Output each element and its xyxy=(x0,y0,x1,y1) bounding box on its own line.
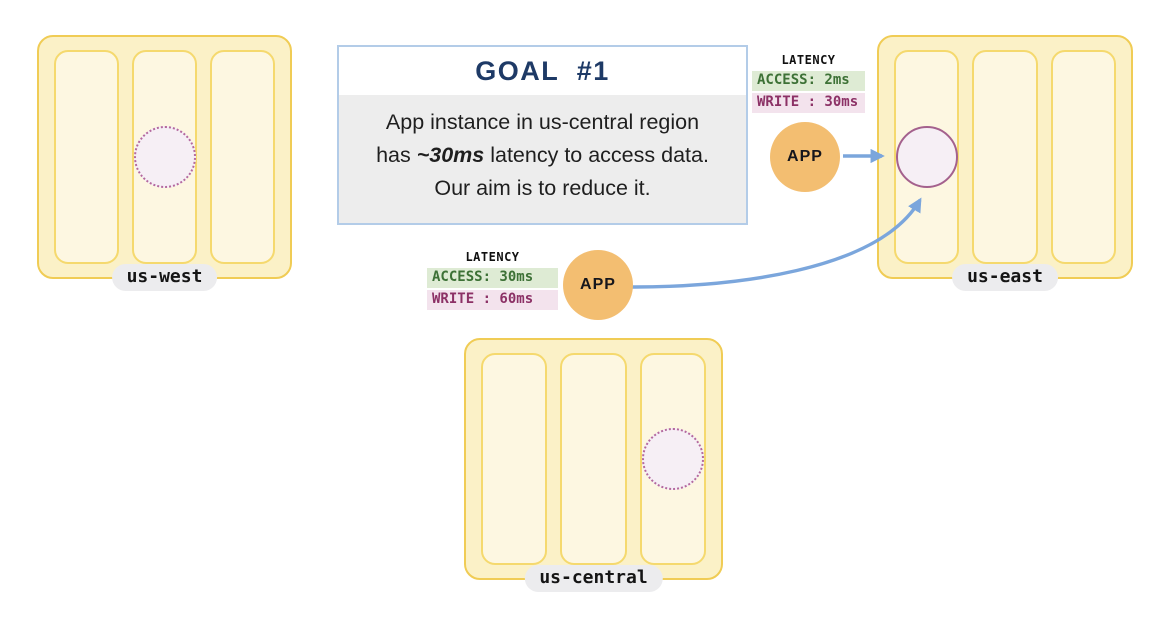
goal-body-line3: Our aim is to reduce it. xyxy=(434,176,651,200)
database-replica-circle-us-east xyxy=(895,126,958,188)
latency-access-row-central: ACCESS: 30ms xyxy=(427,268,558,288)
goal-header: GOAL #1 xyxy=(339,47,746,95)
latency-block-central: LATENCY ACCESS: 30ms WRITE : 60ms xyxy=(427,250,558,312)
region-label-us-central: us-central xyxy=(524,565,663,592)
us-central-zone-3 xyxy=(639,353,706,565)
latency-write-row-central: WRITE : 60ms xyxy=(427,290,558,310)
replica-placeholder-circle-us-central xyxy=(641,428,704,490)
us-central-zone-2 xyxy=(560,353,627,565)
app-instance-east: APP xyxy=(770,122,840,192)
us-east-zone-1 xyxy=(894,50,960,264)
us-central-zone-1 xyxy=(481,353,548,565)
goal-title: GOAL #1 xyxy=(475,55,610,86)
goal-line2-post: latency to access data. xyxy=(484,143,709,167)
us-west-zone-2 xyxy=(132,50,197,264)
region-label-us-east: us-east xyxy=(952,264,1058,291)
latency-title-central: LATENCY xyxy=(465,250,520,264)
latency-block-east: LATENCY ACCESS: 2ms WRITE : 30ms xyxy=(752,53,865,115)
region-label-us-west: us-west xyxy=(111,264,218,291)
us-west-zone-3 xyxy=(210,50,275,264)
goal-latency-highlight: ~30ms xyxy=(416,143,485,167)
goal-line2-pre: has xyxy=(376,143,417,167)
region-us-east: us-east xyxy=(877,35,1133,291)
region-us-west: us-west xyxy=(37,35,292,291)
region-us-central: us-central xyxy=(464,338,723,592)
goal-body-text: App instance in us-central region has ~3… xyxy=(339,95,746,223)
us-east-zone-3 xyxy=(1050,50,1116,264)
us-west-zone-1 xyxy=(54,50,119,264)
latency-access-row-east: ACCESS: 2ms xyxy=(752,71,865,91)
latency-write-row-east: WRITE : 30ms xyxy=(752,93,865,113)
replica-placeholder-circle-us-west xyxy=(133,126,196,188)
us-east-zone-2 xyxy=(972,50,1038,264)
goal-callout: GOAL #1 App instance in us-central regio… xyxy=(337,45,748,225)
latency-title-east: LATENCY xyxy=(781,53,836,67)
goal-body-line2: has ~30ms latency to access data. xyxy=(339,139,746,172)
app-instance-central: APP xyxy=(563,250,633,320)
goal-body-line1: App instance in us-central region xyxy=(385,110,700,134)
